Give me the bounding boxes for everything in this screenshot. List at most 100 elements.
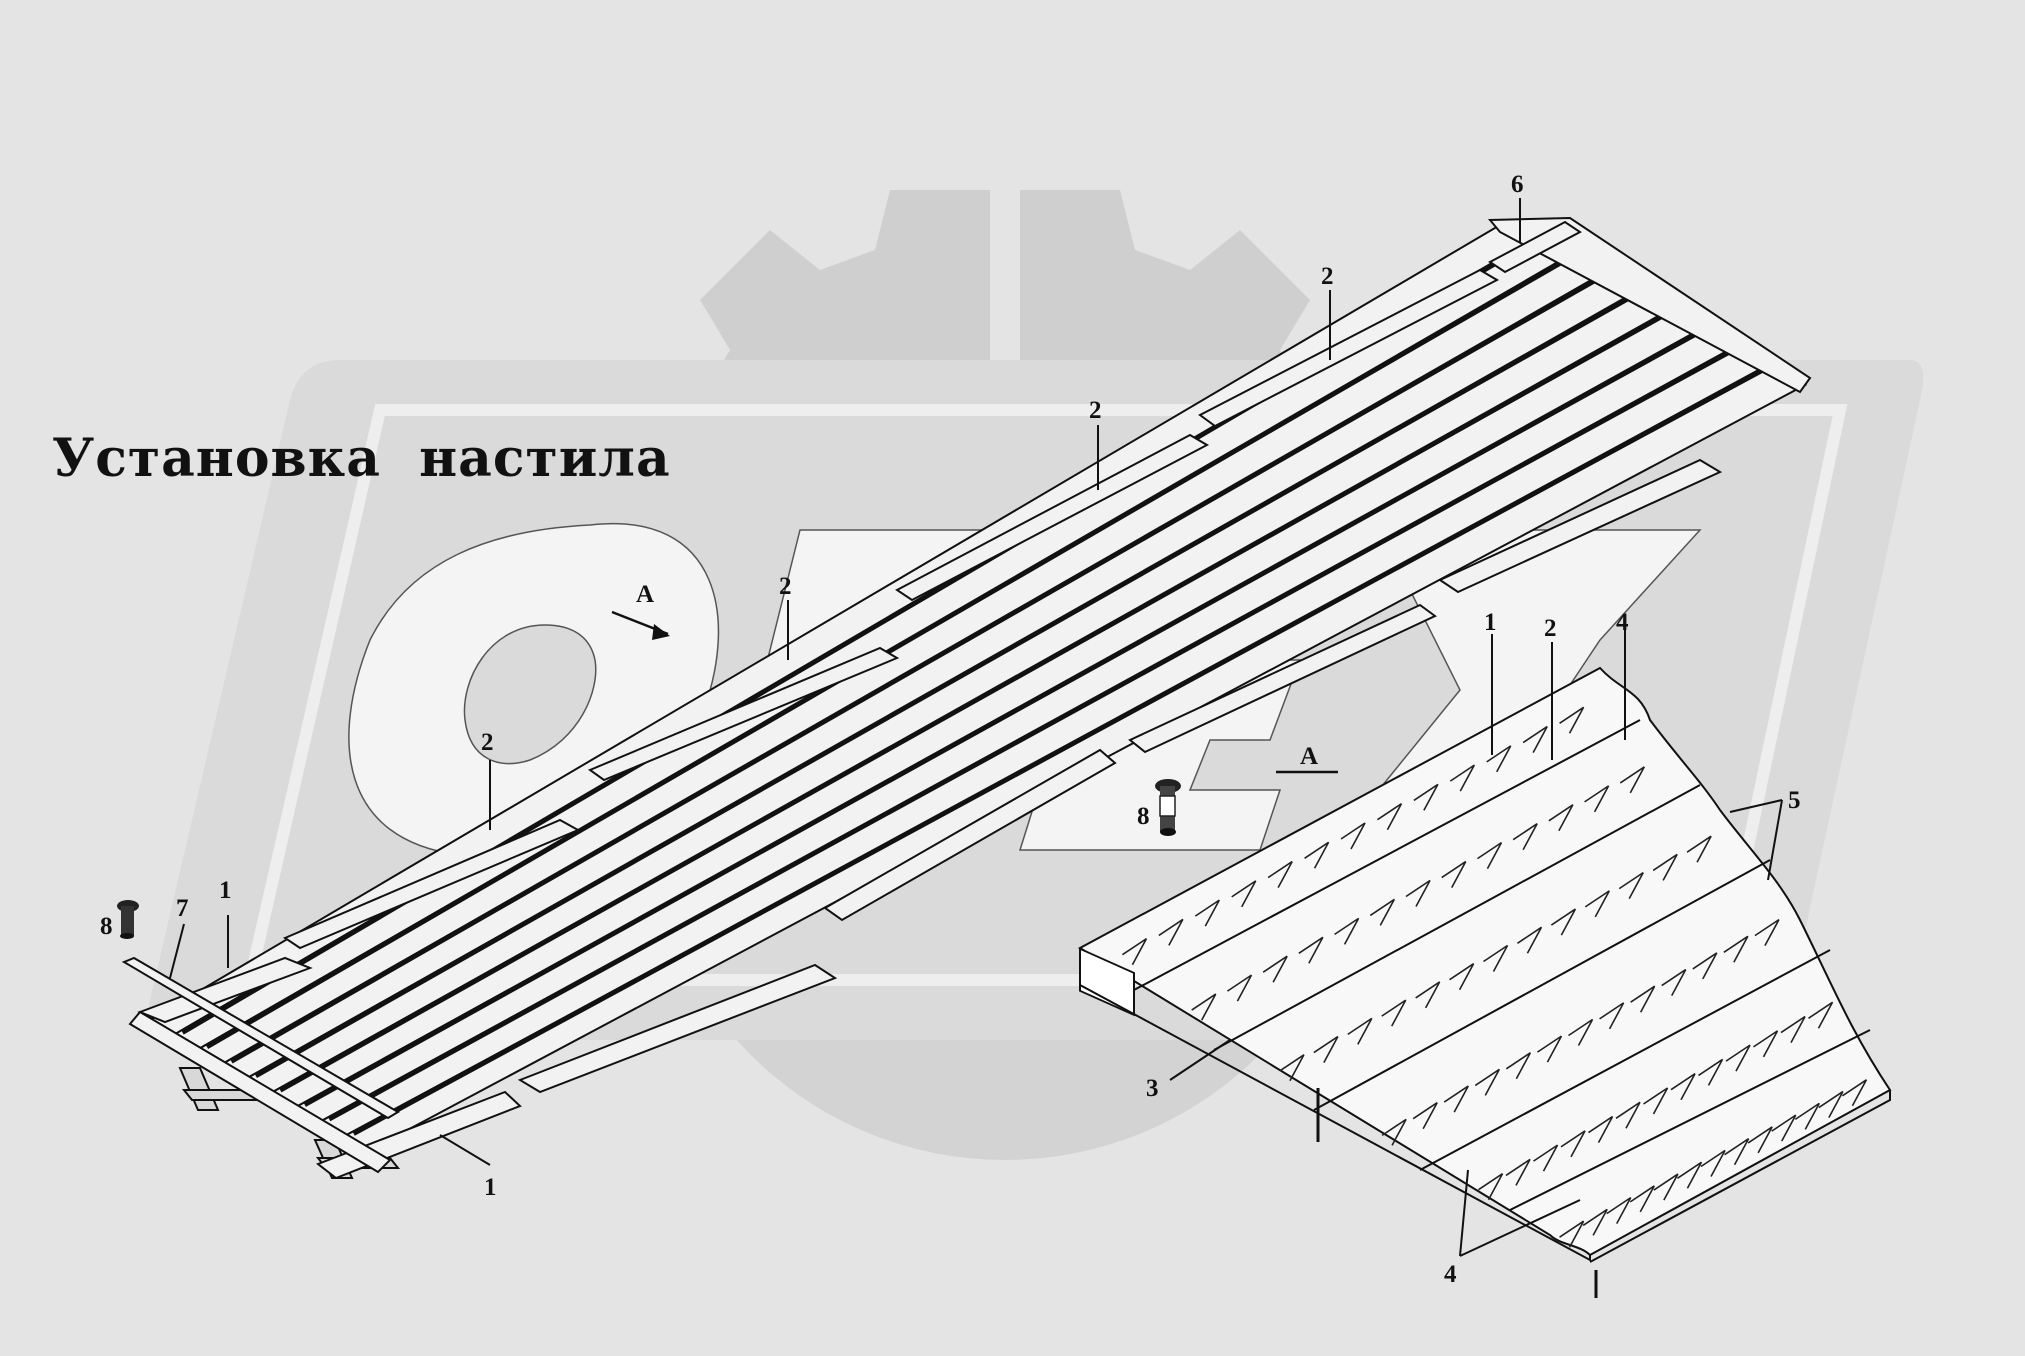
- callout-7: 7: [176, 895, 189, 922]
- grain-mark: [1670, 1073, 1696, 1101]
- side-board: [1128, 603, 1437, 754]
- section-a-detail: [1077, 666, 1892, 1298]
- grain-mark: [1536, 1035, 1563, 1063]
- bolt-icon: [117, 900, 139, 939]
- callout-2: 2: [1544, 615, 1557, 642]
- side-board: [823, 748, 1117, 922]
- grain-mark: [1262, 955, 1288, 983]
- grain-mark: [1381, 1118, 1407, 1146]
- grain-mark: [1405, 879, 1431, 907]
- grain-mark: [1478, 1173, 1504, 1201]
- grain-mark: [1619, 766, 1645, 794]
- grain-mark: [1725, 1044, 1751, 1072]
- grain-mark: [1686, 835, 1712, 863]
- grain-mark: [1449, 764, 1475, 792]
- grain-mark: [1533, 1144, 1559, 1172]
- grain-mark: [1443, 1085, 1469, 1113]
- grain-mark: [1588, 1115, 1614, 1143]
- grain-mark: [1340, 822, 1366, 850]
- callout-1: 1: [219, 877, 232, 904]
- callout-2: 2: [1321, 263, 1334, 290]
- side-board: [1488, 220, 1582, 274]
- side-board: [282, 818, 581, 950]
- grain-mark: [1412, 1102, 1438, 1130]
- side-board: [587, 646, 900, 782]
- grain-mark: [1441, 860, 1467, 888]
- grain-mark: [1560, 1130, 1586, 1158]
- grain-mark: [1304, 841, 1330, 869]
- grain-mark: [1474, 1068, 1500, 1096]
- grain-mark: [1771, 1114, 1797, 1142]
- grain-mark: [1753, 1030, 1779, 1058]
- side-board: [895, 433, 1210, 602]
- callout-1: 1: [484, 1174, 497, 1201]
- grain-mark: [1415, 981, 1441, 1009]
- grain-mark: [1476, 841, 1503, 870]
- side-board: [137, 956, 313, 1024]
- grain-mark: [1548, 804, 1574, 832]
- bolt-icon: [1155, 779, 1181, 836]
- callout-2: 2: [1089, 397, 1102, 424]
- grain-mark: [1483, 944, 1509, 972]
- grain-mark: [1618, 871, 1644, 900]
- deck-assembly: [117, 216, 1812, 1180]
- view-a-label: А: [636, 581, 654, 608]
- section-outline: [1077, 666, 1892, 1257]
- plank-gap: [230, 278, 1595, 1064]
- grain-mark: [1376, 803, 1403, 831]
- grain-mark: [1599, 1002, 1625, 1030]
- side-board: [1437, 458, 1723, 594]
- grain-mark: [1505, 1052, 1532, 1080]
- plank-gap: [303, 331, 1697, 1107]
- callout-6: 6: [1511, 171, 1524, 198]
- plank-gap: [278, 313, 1663, 1093]
- grain-mark: [1568, 1018, 1594, 1046]
- grain-mark: [1615, 1101, 1641, 1129]
- grain-mark: [1298, 936, 1324, 964]
- plank-gap: [352, 367, 1765, 1136]
- callout-2: 2: [779, 573, 792, 600]
- side-board: [1198, 268, 1500, 428]
- wood-grain: [1121, 706, 1868, 1248]
- grain-mark: [1794, 1102, 1820, 1130]
- grain-mark: [1692, 952, 1718, 980]
- grain-mark: [1550, 908, 1577, 936]
- grain-mark: [1661, 968, 1687, 996]
- grain-mark: [1121, 938, 1148, 966]
- grain-mark: [1334, 917, 1360, 945]
- grain-mark: [1630, 985, 1656, 1013]
- grain-mark: [1582, 1208, 1608, 1236]
- grain-mark: [1158, 918, 1184, 946]
- grain-mark: [1347, 1017, 1373, 1045]
- grain-mark: [1653, 1173, 1679, 1201]
- grain-mark: [1413, 783, 1439, 811]
- callouts: 6 2 2 2 2 1 7 8 1 8 А А 1 2 4 5 3 4: [100, 171, 1801, 1288]
- grain-mark: [1584, 890, 1610, 918]
- grain-mark: [1780, 1015, 1806, 1043]
- grain-mark: [1191, 993, 1217, 1021]
- end-board: [128, 1010, 392, 1174]
- plank-gap: [254, 295, 1629, 1078]
- grain-mark: [1643, 1087, 1669, 1115]
- grain-mark: [1584, 785, 1610, 813]
- callout-8: 8: [100, 913, 113, 940]
- side-board: [517, 963, 838, 1094]
- grain-mark: [1512, 823, 1538, 851]
- grain-mark: [1559, 706, 1585, 734]
- deck-planks: [148, 216, 1812, 1152]
- end-board: [1487, 216, 1812, 394]
- grain-mark: [1505, 1158, 1531, 1186]
- grain-mark: [1676, 1161, 1703, 1189]
- grain-mark: [1279, 1054, 1305, 1082]
- cross-bar: [121, 956, 400, 1120]
- grain-mark: [1369, 898, 1395, 926]
- grain-mark: [1559, 1220, 1585, 1248]
- grain-mark: [1629, 1185, 1655, 1213]
- grain-mark: [1522, 725, 1548, 753]
- plank-gap: [327, 349, 1731, 1122]
- page-title: Установка настила: [52, 428, 671, 489]
- grain-mark: [1381, 999, 1407, 1027]
- grain-mark: [1698, 1058, 1724, 1086]
